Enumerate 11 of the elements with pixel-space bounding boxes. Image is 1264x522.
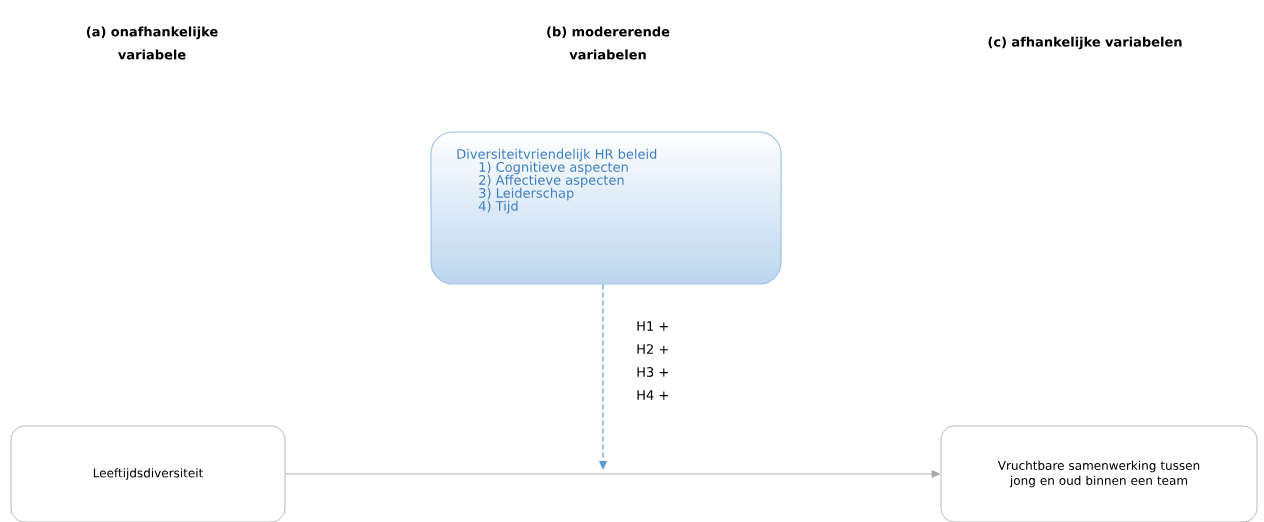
column-heading: (c) afhankelijke variabelen (988, 36, 1182, 50)
hypothesis-label: H1 + (637, 321, 668, 331)
column-heading: (b) modererende variabelen (547, 26, 670, 60)
hypothesis-label: H3 + (637, 367, 668, 377)
arrow (284, 470, 940, 478)
variable-box: Vruchtbare samenwerking tussen jong en oud binnen een team (940, 425, 1258, 522)
hypothesis-label: H2 + (637, 344, 668, 354)
column-heading: (a) onafhankelijke variabele (86, 26, 218, 60)
policy-box: Diversiteitvriendelijk HR beleid 1) Cognitieve aspecten 2) Affectieve aspecten 3) Leiderschap 4) Tijd (430, 131, 782, 285)
variable-box: Leeftijdsdiversiteit (10, 425, 286, 522)
hypothesis-label: H4 + (637, 390, 668, 400)
